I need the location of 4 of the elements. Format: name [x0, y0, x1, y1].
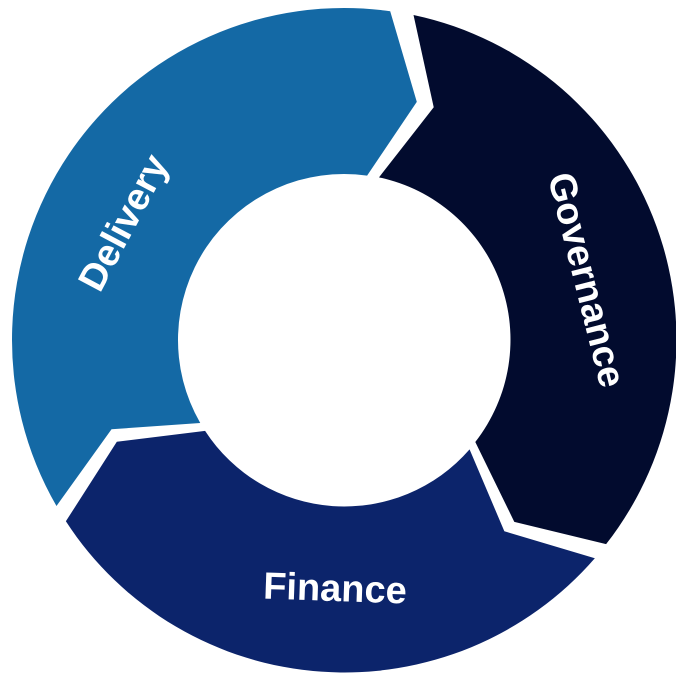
segment-label: Finance [262, 565, 408, 612]
cycle-arrow-segment [378, 15, 676, 544]
cycle-arrow-segment [66, 430, 595, 672]
cycle-arrow-segment [12, 8, 417, 506]
